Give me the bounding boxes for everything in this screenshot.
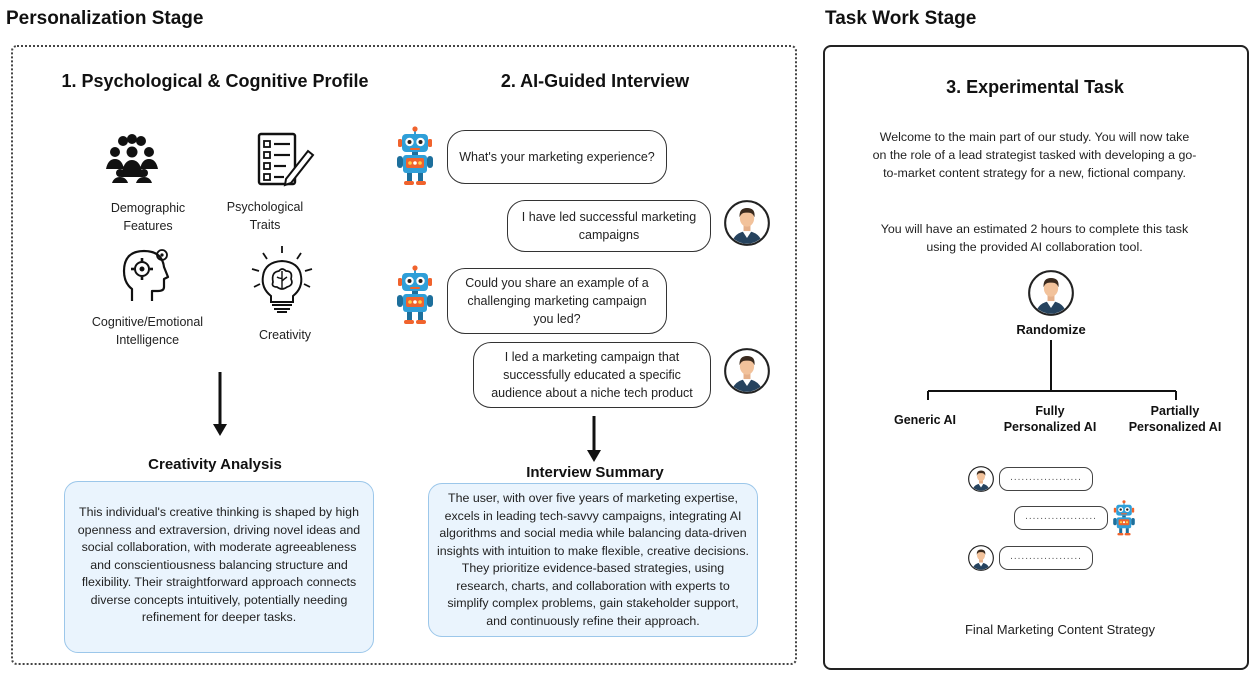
cognitive-label-line2: Intelligence: [115, 333, 180, 347]
participant-avatar-icon: [1028, 270, 1074, 316]
branch-partially-personalized-ai: Partially Personalized AI: [1115, 403, 1235, 435]
mini-chat-bubble: ...................: [999, 546, 1093, 570]
creativity-analysis-text: This individual's creative thinking is s…: [77, 505, 361, 624]
branch-generic-ai: Generic AI: [875, 412, 975, 428]
mini-avatar-icon: [968, 466, 994, 492]
randomization-tree: [927, 340, 1177, 400]
people-group-icon: [106, 134, 158, 183]
robot-icon: [395, 264, 435, 326]
task-time-note: You will have an estimated 2 hours to co…: [880, 222, 1189, 254]
arrow-down-icon: [587, 416, 601, 462]
psychological-traits-label: Psychological Traits: [215, 198, 315, 234]
task-intro-text: Welcome to the main part of our study. Y…: [872, 130, 1197, 180]
task-work-stage-title: Task Work Stage: [825, 8, 977, 29]
branch-generic-label: Generic AI: [893, 413, 957, 427]
psychological-label-line2: Traits: [249, 218, 281, 232]
user-avatar-icon: [724, 200, 770, 246]
profile-section-title: 1. Psychological & Cognitive Profile: [61, 71, 369, 91]
chat-message-text: What's your marketing experience?: [459, 150, 655, 164]
personalization-panel: [11, 45, 797, 665]
head-gear-icon: [122, 249, 170, 301]
interview-summary-text: The user, with over five years of market…: [437, 491, 749, 628]
mini-robot-icon: [1112, 500, 1136, 536]
branch-partially-label-line1: Partially: [1150, 404, 1200, 418]
chat-bubble-user: I led a marketing campaign that successf…: [473, 342, 711, 408]
task-work-panel: [823, 45, 1249, 670]
chat-bubble-user: I have led successful marketing campaign…: [507, 200, 711, 252]
user-avatar-icon: [724, 348, 770, 394]
demographic-features-label: Demographic Features: [88, 199, 208, 235]
creativity-analysis-box: This individual's creative thinking is s…: [64, 481, 374, 653]
cognitive-label-line1: Cognitive/Emotional: [91, 315, 204, 329]
chat-message-text: I have led successful marketing campaign…: [521, 210, 697, 242]
robot-icon: [395, 125, 435, 187]
mini-chat-bubble: ...................: [999, 467, 1093, 491]
interview-section-title: 2. AI-Guided Interview: [500, 71, 690, 91]
randomize-label: Randomize: [1016, 322, 1086, 337]
mini-avatar-icon: [968, 545, 994, 571]
branch-fully-personalized-ai: Fully Personalized AI: [990, 403, 1110, 435]
chat-message-text: I led a marketing campaign that successf…: [491, 350, 693, 400]
final-strategy-label: Final Marketing Content Strategy: [964, 622, 1156, 637]
creativity-label: Creativity: [258, 328, 312, 342]
psychological-label-line1: Psychological: [226, 200, 304, 214]
interview-summary-box: The user, with over five years of market…: [428, 483, 758, 637]
lightbulb-brain-icon: [251, 246, 313, 313]
branch-fully-label-line1: Fully: [1035, 404, 1065, 418]
branch-fully-label-line2: Personalized AI: [1003, 420, 1097, 434]
interview-summary-title: Interview Summary: [526, 464, 664, 481]
personalization-stage-title: Personalization Stage: [6, 8, 204, 29]
demographic-label-line2: Features: [123, 219, 173, 233]
checklist-icon: [257, 132, 315, 187]
arrow-down-icon: [213, 372, 227, 436]
chat-bubble-ai: Could you share an example of a challeng…: [447, 268, 667, 334]
task-section-title: 3. Experimental Task: [946, 77, 1124, 97]
chat-bubble-ai: What's your marketing experience?: [447, 130, 667, 184]
cognitive-emotional-label: Cognitive/Emotional Intelligence: [80, 313, 215, 349]
branch-partially-label-line2: Personalized AI: [1128, 420, 1222, 434]
demographic-label-line1: Demographic: [110, 201, 186, 215]
mini-chat-bubble: ...................: [1014, 506, 1108, 530]
chat-message-text: Could you share an example of a challeng…: [465, 276, 649, 326]
creativity-analysis-title: Creativity Analysis: [148, 456, 282, 473]
